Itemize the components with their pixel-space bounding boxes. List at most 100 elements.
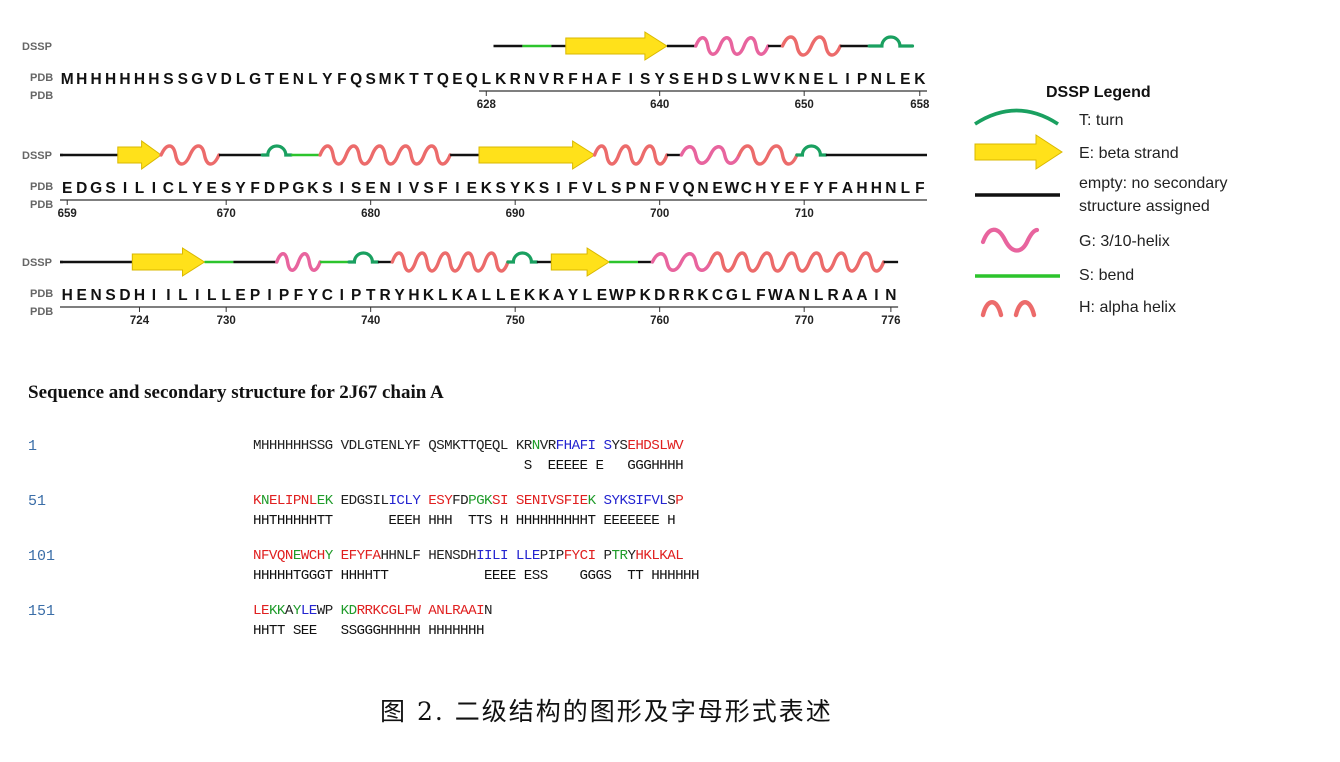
residue-letter: K (784, 71, 796, 88)
sequence-fragment: WP (316, 603, 333, 619)
block-start-number: 151 (28, 603, 56, 620)
residue-letter: K (640, 287, 652, 304)
sequence-fragment: P (603, 548, 613, 564)
sequence-fragment: EDGSIL (340, 493, 389, 509)
residue-letter: D (654, 287, 665, 304)
residue-letter: D (712, 71, 723, 88)
pdb-row-label: PDB (30, 199, 53, 211)
residue-letter: P (279, 180, 289, 197)
residue-letter: L (742, 287, 751, 304)
residue-letter: E (467, 180, 477, 197)
secondary-structure-line: HHHHHTGGGT HHHHTT EEEE ESS GGGS TT HHHHH… (253, 568, 700, 584)
residue-letter: L (482, 287, 491, 304)
residue-letter: E (77, 287, 87, 304)
residue-letter: F (915, 180, 924, 197)
residue-letter: W (768, 287, 783, 304)
sequence-fragment: TR (611, 548, 628, 564)
residue-letter: N (885, 180, 896, 197)
residue-letter: Q (683, 180, 695, 197)
residue-letter: I (556, 180, 560, 197)
residue-letter: H (408, 287, 419, 304)
helix-310-coil (275, 252, 322, 272)
residue-letter: F (799, 180, 808, 197)
legend-item-e: E: beta strand (974, 134, 1179, 170)
sequence-fragment: ESY (428, 493, 453, 509)
residue-letter: C (163, 180, 174, 197)
residue-letter: A (842, 180, 853, 197)
sequence-fragment: VDLGTENLYF (340, 438, 421, 454)
residue-letter: D (221, 71, 232, 88)
residue-letter: R (683, 287, 694, 304)
residue-letter: W (725, 180, 740, 197)
residue-letter: L (178, 180, 187, 197)
residue-letter: E (510, 287, 520, 304)
turn-arc (867, 35, 915, 48)
residue-letter: Q (437, 71, 449, 88)
sequence-fragment: ICLY (388, 493, 421, 509)
residue-letter: K (697, 287, 709, 304)
ruler-tick-label: 628 (477, 99, 497, 111)
residue-letter: I (340, 180, 344, 197)
residue-letter: H (119, 71, 130, 88)
pdb-row-label: PDB (30, 90, 53, 102)
sequence-fragment: K (587, 493, 597, 509)
sequence-fragment: Y (292, 603, 302, 619)
ruler-tick-label: 760 (650, 315, 669, 327)
legend-item-t: T: turn (974, 108, 1123, 129)
ruler-tick-label: 659 (58, 208, 77, 220)
residue-letter: P (626, 287, 636, 304)
residue-letter: V (539, 71, 550, 88)
residue-letter: F (294, 287, 303, 304)
residue-letter: I (152, 180, 156, 197)
ruler-tick-label: 700 (650, 208, 669, 220)
residue-letter: N (871, 71, 882, 88)
residue-letter: V (207, 71, 218, 88)
ruler-tick-label: 750 (506, 315, 525, 327)
residue-letter: C (322, 287, 333, 304)
residue-letter: P (279, 287, 289, 304)
pdb-row-label: PDB (30, 181, 53, 193)
pdb-row-label: PDB (30, 72, 53, 84)
residue-letter: L (207, 287, 216, 304)
ruler-tick-label: 730 (217, 315, 236, 327)
residue-letter: C (741, 180, 752, 197)
residue-letter: T (424, 71, 434, 88)
residue-letter: L (828, 71, 837, 88)
sequence-fragment: HHNLF (380, 548, 421, 564)
residue-letter: G (249, 71, 261, 88)
beta-strand-arrow (478, 140, 596, 170)
residue-letter: N (799, 71, 810, 88)
residue-letter: R (510, 71, 521, 88)
residue-letter: Y (192, 180, 203, 197)
residue-letter: E (366, 180, 376, 197)
sequence-fragment: EFYFA (340, 548, 381, 564)
residue-letter: I (845, 71, 849, 88)
residue-letter: K (538, 287, 550, 304)
residue-letter: E (207, 180, 217, 197)
residue-letter: R (379, 287, 390, 304)
residue-letter: E (597, 287, 607, 304)
residue-letter: L (886, 71, 895, 88)
residue-letter: E (452, 71, 462, 88)
residue-letter: L (901, 180, 910, 197)
residue-letter: A (856, 287, 867, 304)
sequence-fragment: RRKCGLFW (356, 603, 421, 619)
residue-letter: E (235, 287, 245, 304)
residue-letter: H (871, 180, 882, 197)
sequence-fragment: KD (340, 603, 357, 619)
sequence-fragment: IILI (476, 548, 508, 564)
pdb-row-label: PDB (30, 288, 53, 300)
sequence-fragment: S (667, 493, 676, 509)
sequence-fragment: S (603, 438, 612, 454)
sequence-line: NFVQNEWCHY EFYFAHHNLF HENSDHIILI LLEPIPF… (253, 547, 684, 565)
sequence-fragment: EK (316, 493, 333, 509)
residue-letter: Y (308, 287, 319, 304)
sequence-fragment: WCH (300, 548, 325, 564)
residue-letter: F (568, 180, 577, 197)
sequence-fragment: YS (611, 438, 628, 454)
